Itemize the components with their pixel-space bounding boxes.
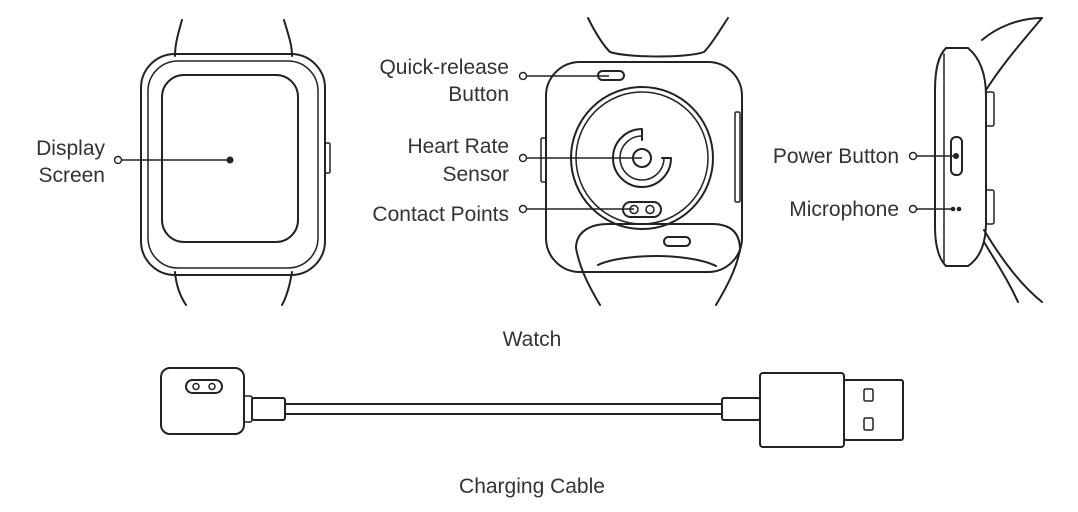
microphone-hole-1 [950, 206, 956, 212]
microphone-label: Microphone [789, 198, 899, 221]
cable-magnetic-head [160, 367, 245, 435]
quick-release-button-bottom [663, 236, 691, 247]
charging-cable-caption: Charging Cable [459, 475, 605, 498]
watch-caption: Watch [503, 328, 562, 351]
quick-release-leader-end [518, 71, 528, 81]
heart-rate-label-line2: Sensor [442, 163, 509, 186]
cable-strain-relief-left [243, 395, 253, 423]
quick-release-label-line1: Quick-release [379, 56, 509, 79]
power-button-label: Power Button [773, 145, 899, 168]
display-label-line1: Display [36, 137, 105, 160]
cable-usb-body [759, 372, 845, 448]
back-left-button [540, 137, 547, 183]
contact-points-leader-end [518, 204, 528, 214]
heart-rate-leader-end [518, 153, 528, 163]
heart-rate-sensor-inner [619, 135, 665, 181]
front-bottom-strap [174, 271, 293, 306]
watch-front-view: Display Screen [36, 19, 331, 306]
cable-sleeve-right [721, 397, 761, 421]
front-top-strap [174, 19, 293, 57]
contact-points-label: Contact Points [372, 203, 509, 226]
side-lug-top [985, 91, 995, 127]
front-case-inner [147, 60, 319, 269]
back-bottom-strap [575, 223, 741, 306]
cable-usb-plug [843, 379, 904, 441]
side-top-strap [981, 17, 1043, 91]
front-side-button [324, 142, 331, 174]
watch-back-view: Quick-release Button Heart Rate Sensor C… [372, 17, 743, 306]
back-right-button [734, 111, 741, 203]
cable-magnetic-pins [185, 379, 223, 394]
watch-side-view: Power Button Microphone [773, 17, 1043, 303]
display-label-line2: Screen [38, 164, 105, 187]
side-lug-bottom [985, 189, 995, 225]
charging-cable [160, 367, 904, 448]
heart-rate-label-line1: Heart Rate [407, 135, 509, 158]
side-case-outer [934, 47, 987, 267]
back-top-strap [587, 17, 729, 58]
cable-usb-slot-bottom [863, 417, 874, 431]
microphone-hole-2 [956, 206, 962, 212]
power-leader-end [908, 151, 918, 161]
display-leader-end [113, 155, 123, 165]
cable-usb-slot-top [863, 388, 874, 402]
quick-release-label-line2: Button [448, 83, 509, 106]
contact-point-right [645, 204, 655, 215]
cable-sleeve-left [251, 397, 286, 421]
display-screen [161, 74, 299, 243]
side-bottom-strap [983, 229, 1043, 303]
cable-pin-left [192, 382, 200, 391]
microphone-leader-end [908, 204, 918, 214]
cable-pin-right [208, 382, 216, 391]
